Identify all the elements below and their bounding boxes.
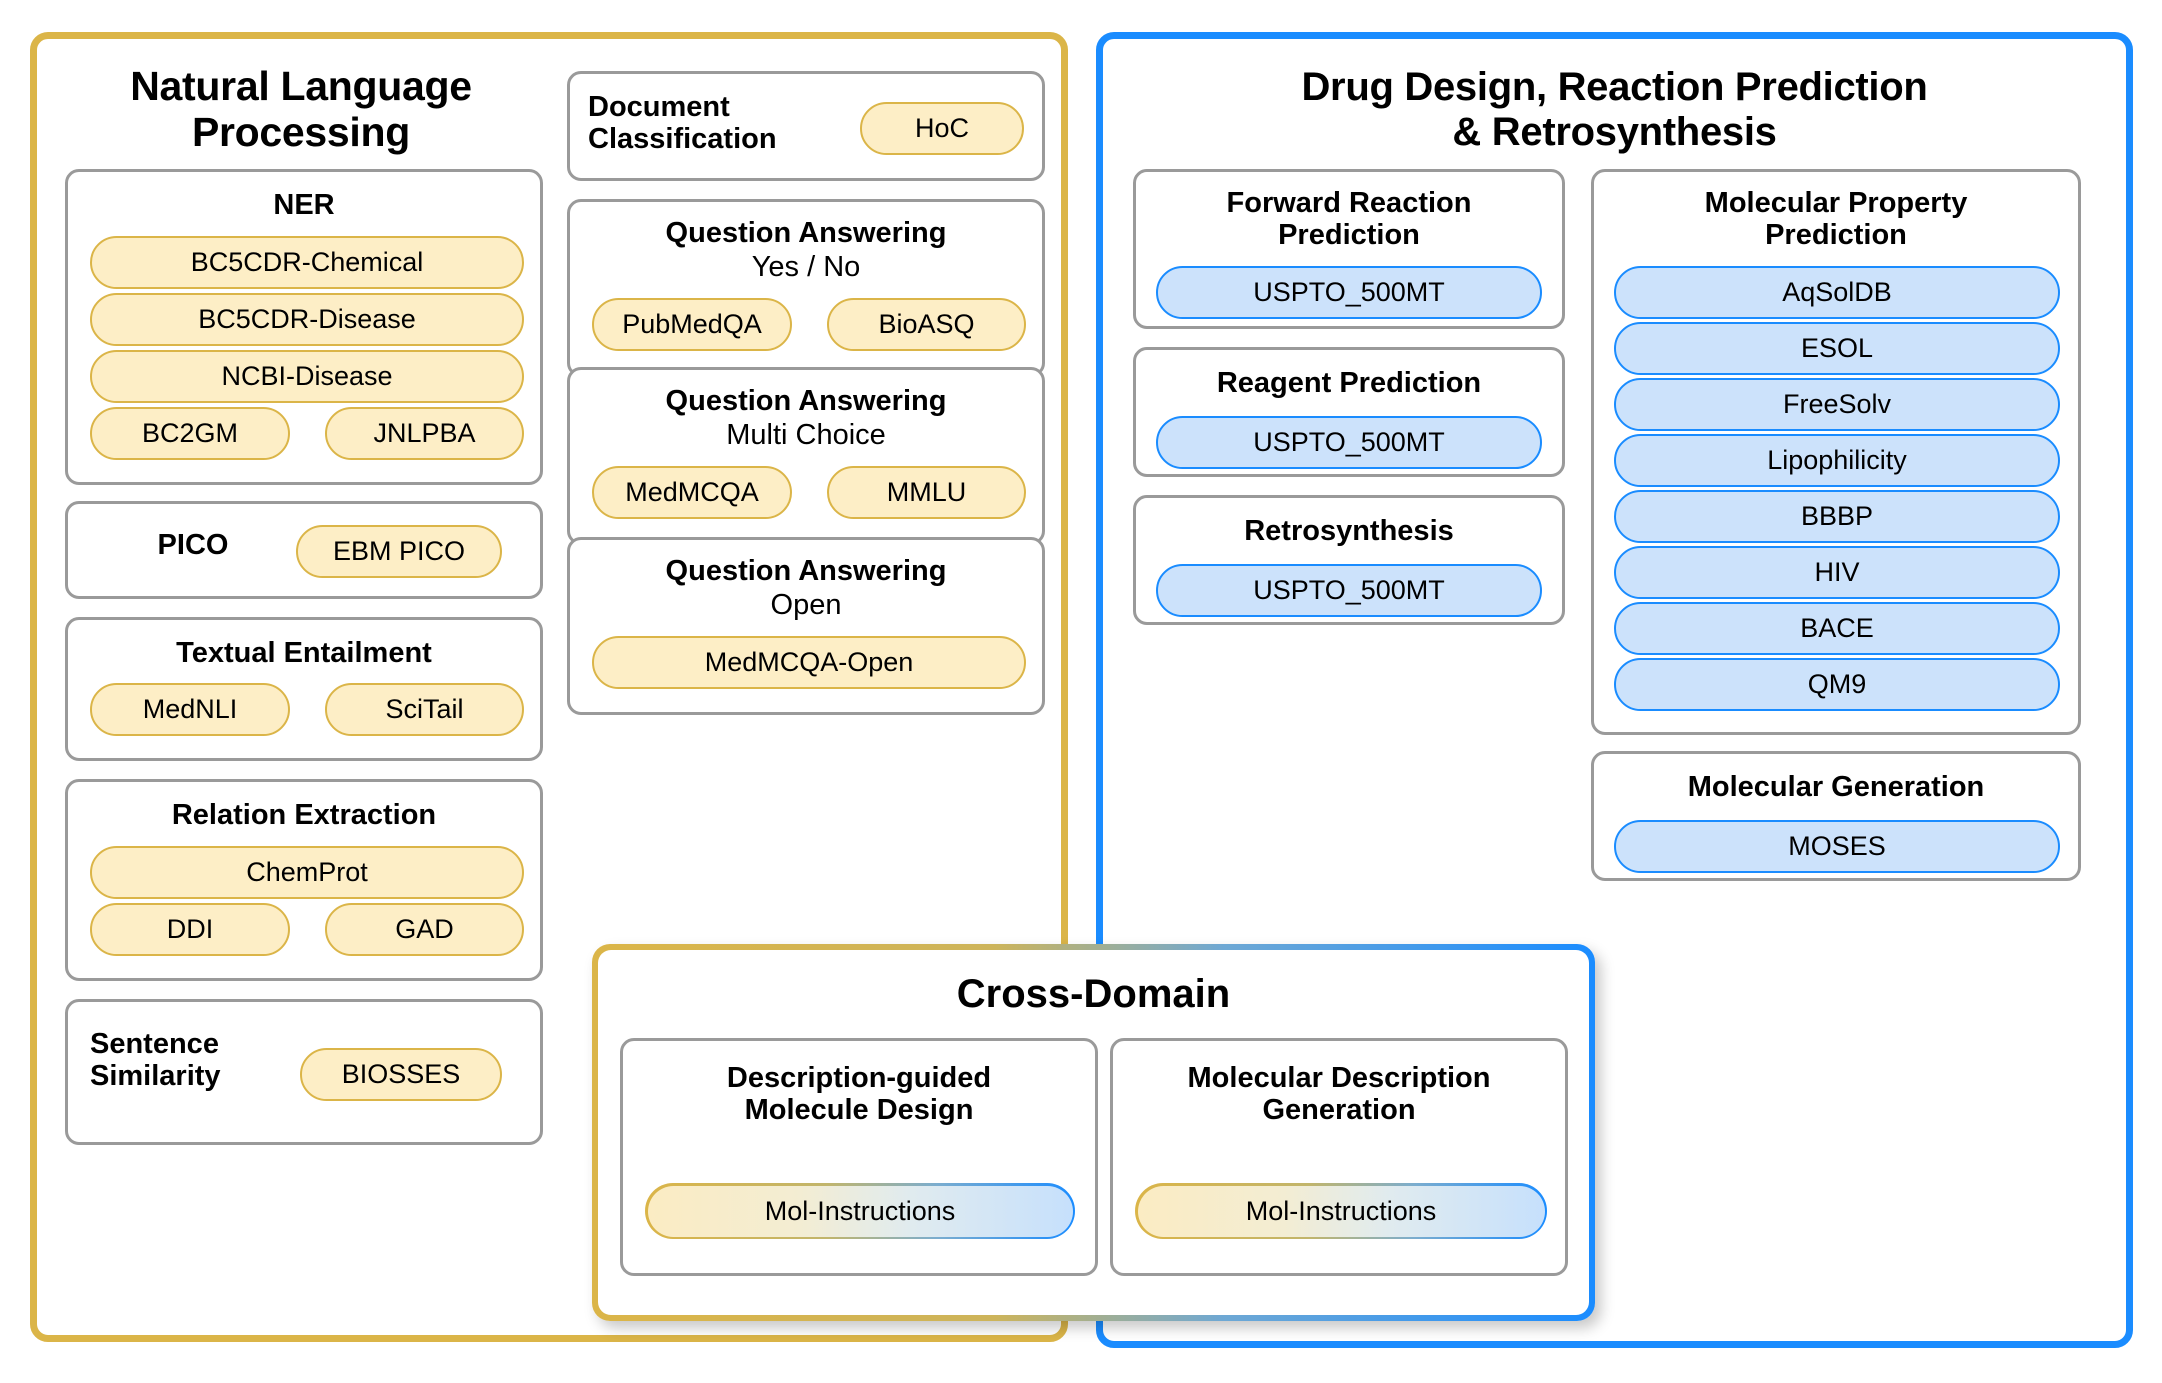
card-title-retrosynthesis: Retrosynthesis bbox=[1244, 515, 1454, 547]
card-title-sentence-similarity-line1: Sentence bbox=[90, 1028, 219, 1060]
pill-mmlu[interactable]: MMLU bbox=[827, 466, 1026, 519]
card-document-classification: Document Classification HoC bbox=[567, 71, 1045, 181]
card-title-qa-open: Question Answering bbox=[665, 555, 947, 587]
pill-ebm-pico[interactable]: EBM PICO bbox=[296, 525, 502, 578]
card-title-ner: NER bbox=[273, 189, 335, 221]
pill-chemprot[interactable]: ChemProt bbox=[90, 846, 524, 899]
card-sub-qa-yes-no: Yes / No bbox=[751, 251, 861, 283]
panel-title-drug-line1: Drug Design, Reaction Prediction bbox=[1301, 65, 1928, 109]
pill-mednli[interactable]: MedNLI bbox=[90, 683, 290, 736]
panel-cross-domain: Cross-Domain Description-guided Molecule… bbox=[592, 944, 1595, 1321]
card-description-guided-molecule-design: Description-guided Molecule Design Mol-I… bbox=[620, 1038, 1098, 1276]
card-title-sentence-similarity-line2: Similarity bbox=[90, 1059, 221, 1092]
card-title-document-classification-line1: Document bbox=[588, 91, 730, 123]
card-sub-qa-multi-choice: Multi Choice bbox=[726, 419, 886, 451]
pill-mol-instructions-design-border: Mol-Instructions bbox=[645, 1183, 1075, 1239]
pill-biosses[interactable]: BIOSSES bbox=[300, 1048, 502, 1101]
card-title-forward-reaction-prediction-line1: Forward Reaction bbox=[1226, 187, 1472, 219]
panel-title-nlp-line1: Natural Language bbox=[130, 63, 472, 109]
pill-uspto-500mt-retro[interactable]: USPTO_500MT bbox=[1156, 564, 1542, 617]
pill-mol-instructions-generation-border: Mol-Instructions bbox=[1135, 1183, 1547, 1239]
pill-hoc[interactable]: HoC bbox=[860, 102, 1024, 155]
pill-gad[interactable]: GAD bbox=[325, 903, 524, 956]
card-title-description-guided-molecule-design-line1: Description-guided bbox=[726, 1062, 992, 1094]
card-title-qa-multi-choice: Question Answering bbox=[665, 385, 947, 417]
panel-title-nlp-line2: Processing bbox=[191, 109, 411, 156]
card-title-forward-reaction-prediction-line2: Prediction bbox=[1278, 218, 1420, 251]
card-title-forward-reaction-prediction: Forward Reaction Prediction bbox=[1136, 187, 1562, 252]
pill-jnlpba[interactable]: JNLPBA bbox=[325, 407, 524, 460]
card-ner: NER BC5CDR-Chemical BC5CDR-Disease NCBI-… bbox=[65, 169, 543, 485]
panel-title-nlp: Natural Language Processing bbox=[51, 63, 551, 156]
pill-scitail[interactable]: SciTail bbox=[325, 683, 524, 736]
card-title-pico: PICO bbox=[157, 529, 229, 561]
card-title-reagent-prediction: Reagent Prediction bbox=[1216, 367, 1482, 399]
pill-bc2gm[interactable]: BC2GM bbox=[90, 407, 290, 460]
card-title-molecular-property-prediction: Molecular Property Prediction bbox=[1594, 187, 2078, 252]
card-title-document-classification-line2: Classification bbox=[588, 122, 777, 155]
card-molecular-property-prediction: Molecular Property Prediction AqSolDB ES… bbox=[1591, 169, 2081, 735]
pill-ddi[interactable]: DDI bbox=[90, 903, 290, 956]
card-title-molecular-property-prediction-line2: Prediction bbox=[1765, 218, 1907, 251]
pill-bc5cdr-chemical[interactable]: BC5CDR-Chemical bbox=[90, 236, 524, 289]
card-forward-reaction-prediction: Forward Reaction Prediction USPTO_500MT bbox=[1133, 169, 1565, 329]
pill-pubmedqa[interactable]: PubMedQA bbox=[592, 298, 792, 351]
card-title-molecular-description-generation-line1: Molecular Description bbox=[1187, 1062, 1491, 1094]
card-molecular-description-generation: Molecular Description Generation Mol-Ins… bbox=[1110, 1038, 1568, 1276]
panel-title-drug: Drug Design, Reaction Prediction & Retro… bbox=[1103, 65, 2126, 155]
pill-freesolv[interactable]: FreeSolv bbox=[1614, 378, 2060, 431]
panel-title-drug-line2: & Retrosynthesis bbox=[1452, 110, 1777, 155]
card-title-description-guided-molecule-design-line2: Molecule Design bbox=[744, 1093, 974, 1126]
panel-natural-language-processing: Natural Language Processing NER BC5CDR-C… bbox=[30, 32, 1068, 1342]
card-title-molecular-generation: Molecular Generation bbox=[1687, 771, 1985, 803]
card-textual-entailment: Textual Entailment MedNLI SciTail bbox=[65, 617, 543, 761]
card-relation-extraction: Relation Extraction ChemProt DDI GAD bbox=[65, 779, 543, 981]
panel-title-cross-domain: Cross-Domain bbox=[956, 972, 1231, 1016]
card-title-molecular-property-prediction-line1: Molecular Property bbox=[1704, 187, 1968, 219]
pill-uspto-500mt-forward[interactable]: USPTO_500MT bbox=[1156, 266, 1542, 319]
pill-mol-instructions-design[interactable]: Mol-Instructions bbox=[647, 1185, 1073, 1237]
card-pico: PICO EBM PICO bbox=[65, 501, 543, 599]
card-title-document-classification: Document Classification bbox=[588, 91, 858, 156]
pill-mol-instructions-generation[interactable]: Mol-Instructions bbox=[1137, 1185, 1545, 1237]
pill-lipophilicity[interactable]: Lipophilicity bbox=[1614, 434, 2060, 487]
pill-hiv[interactable]: HIV bbox=[1614, 546, 2060, 599]
card-qa-yes-no: Question Answering Yes / No PubMedQA Bio… bbox=[567, 199, 1045, 377]
panel-cross-domain-inner: Cross-Domain Description-guided Molecule… bbox=[598, 950, 1589, 1315]
pill-esol[interactable]: ESOL bbox=[1614, 322, 2060, 375]
panel-drug-design: Drug Design, Reaction Prediction & Retro… bbox=[1096, 32, 2133, 1348]
card-retrosynthesis: Retrosynthesis USPTO_500MT bbox=[1133, 495, 1565, 625]
pill-medmcqa[interactable]: MedMCQA bbox=[592, 466, 792, 519]
card-title-sentence-similarity: Sentence Similarity bbox=[90, 1028, 290, 1093]
card-qa-open: Question Answering Open MedMCQA-Open bbox=[567, 537, 1045, 715]
pill-qm9[interactable]: QM9 bbox=[1614, 658, 2060, 711]
card-reagent-prediction: Reagent Prediction USPTO_500MT bbox=[1133, 347, 1565, 477]
pill-uspto-500mt-reagent[interactable]: USPTO_500MT bbox=[1156, 416, 1542, 469]
card-title-relation-extraction: Relation Extraction bbox=[171, 799, 437, 831]
pill-bbbp[interactable]: BBBP bbox=[1614, 490, 2060, 543]
card-title-textual-entailment: Textual Entailment bbox=[176, 637, 432, 669]
card-title-molecular-description-generation-line2: Generation bbox=[1262, 1093, 1416, 1126]
card-sentence-similarity: Sentence Similarity BIOSSES bbox=[65, 999, 543, 1145]
pill-moses[interactable]: MOSES bbox=[1614, 820, 2060, 873]
card-title-molecular-description-generation: Molecular Description Generation bbox=[1113, 1062, 1565, 1127]
card-title-qa-yes-no: Question Answering bbox=[665, 217, 947, 249]
pill-bc5cdr-disease[interactable]: BC5CDR-Disease bbox=[90, 293, 524, 346]
pill-medmcqa-open[interactable]: MedMCQA-Open bbox=[592, 636, 1026, 689]
card-sub-qa-open: Open bbox=[770, 589, 842, 621]
pill-ncbi-disease[interactable]: NCBI-Disease bbox=[90, 350, 524, 403]
card-qa-multi-choice: Question Answering Multi Choice MedMCQA … bbox=[567, 367, 1045, 545]
pill-bioasq[interactable]: BioASQ bbox=[827, 298, 1026, 351]
pill-aqsoldb[interactable]: AqSolDB bbox=[1614, 266, 2060, 319]
card-title-description-guided-molecule-design: Description-guided Molecule Design bbox=[623, 1062, 1095, 1127]
card-molecular-generation: Molecular Generation MOSES bbox=[1591, 751, 2081, 881]
pill-bace[interactable]: BACE bbox=[1614, 602, 2060, 655]
